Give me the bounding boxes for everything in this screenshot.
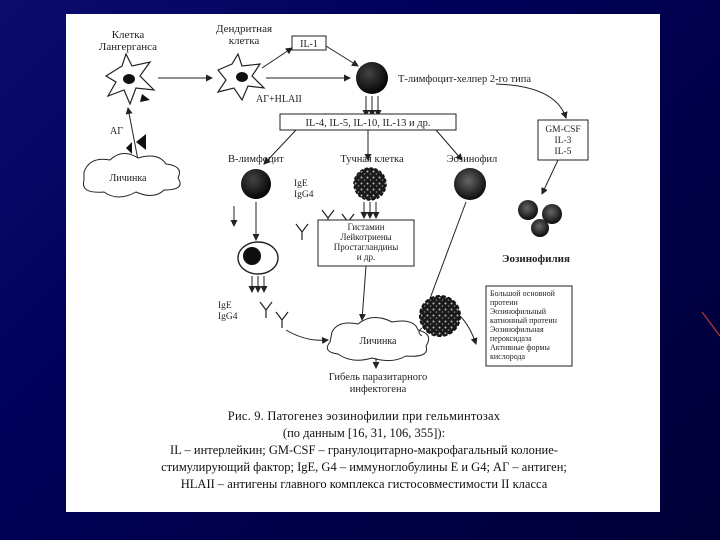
b-lymph-label: В-лимфоцит — [228, 154, 284, 165]
langerhans-cell-icon — [106, 54, 154, 104]
mediators-line-1: Гистамин — [347, 222, 384, 232]
igg4-label: IgG4 — [294, 190, 314, 200]
eos-product-8: кислорода — [490, 352, 526, 361]
activated-eosinophil-icon — [420, 296, 460, 336]
caption-line-1: Рис. 9. Патогенез эозинофилии при гельми… — [86, 408, 642, 425]
ag-label: АГ — [110, 126, 123, 137]
mast-cell-icon — [354, 168, 386, 200]
eos-product-7: Активные формы — [490, 343, 550, 352]
antibody-icons-2 — [260, 302, 288, 328]
arrow-antibodies-to-larva — [286, 330, 328, 340]
caption-line-5: HLAII – антигены главного комплекса гист… — [86, 476, 642, 493]
il5-label: IL-5 — [555, 147, 572, 157]
eosinophilia-label: Эозинофилия — [502, 253, 570, 265]
caption-line-2: (по данным [16, 31, 106, 355]): — [86, 425, 642, 442]
eos-product-5: Эозинофильная — [490, 325, 544, 334]
arrow-larva-to-langerhans — [128, 108, 138, 160]
eos-product-4: катионный протеин — [490, 316, 558, 325]
eos-product-6: пероксидаза — [490, 334, 532, 343]
langerhans-label-2: Лангерганса — [99, 41, 157, 53]
mediators-line-3: Простагландины — [334, 242, 399, 252]
ige-label-2: IgE — [218, 301, 232, 311]
pathogenesis-diagram: Клетка Лангерганса Дендритная клетка IL-… — [66, 14, 660, 404]
gmcsf-label: GM-CSF — [545, 125, 580, 135]
larva-label-2: Личинка — [359, 336, 397, 347]
mediators-line-2: Лейкотриены — [340, 232, 391, 242]
larva-label: Личинка — [109, 173, 147, 184]
il1-label: IL-1 — [300, 39, 318, 50]
il3-label: IL-3 — [555, 136, 572, 146]
ige-label: IgE — [294, 179, 308, 189]
arrows-mast-to-mediators — [364, 202, 376, 218]
cytokines-label: IL-4, IL-5, IL-10, IL-13 и др. — [306, 118, 431, 129]
dendritic-label-2: клетка — [229, 35, 260, 47]
plasma-cell-nucleus-icon — [243, 247, 261, 265]
figure-panel: Клетка Лангерганса Дендритная клетка IL-… — [66, 14, 660, 512]
th2-label: Т-лимфоцит-хелпер 2-го типа — [398, 74, 531, 85]
th2-cell-icon — [356, 62, 388, 94]
b-lymphocyte-icon — [241, 169, 271, 199]
arrow-gmcsf-to-eosinophils — [542, 160, 558, 194]
eos-product-1: Большой основной — [490, 289, 556, 298]
ag-hlaii-label: АГ+HLAII — [256, 94, 302, 105]
mast-label: Тучная клетка — [340, 154, 404, 165]
mediators-line-4: и др. — [357, 252, 375, 262]
caption-line-4: стимулирующий фактор; IgE, G4 – иммуногл… — [86, 459, 642, 476]
death-label-2: инфектогена — [350, 384, 407, 395]
arrow-mediators-to-larva — [362, 266, 366, 320]
arrow-dendritic-to-il1 — [262, 48, 292, 68]
eos-product-3: Эозинофильный — [490, 307, 547, 316]
death-label-1: Гибель паразитарного — [329, 372, 428, 383]
arrow-th2-to-gmcsf — [496, 84, 566, 118]
caption-line-3: IL – интерлейкин; GM-CSF – гранулоцитарн… — [86, 442, 642, 459]
igg4-label-2: IgG4 — [218, 312, 238, 322]
eosinophil-cluster-icon — [518, 200, 562, 237]
eos-products-arrow — [460, 316, 476, 344]
eosinophil-label: Эозинофил — [447, 154, 497, 165]
eosinophil-icon — [454, 168, 486, 200]
langerhans-label-1: Клетка — [112, 29, 145, 41]
arrows-plasma-to-antibodies — [252, 276, 264, 292]
antigen-triangle-icon — [136, 134, 146, 150]
slide-accent-line — [700, 310, 720, 340]
figure-caption: Рис. 9. Патогенез эозинофилии при гельми… — [86, 408, 642, 493]
arrow-il1-to-th2 — [326, 46, 358, 66]
arrows-th2-to-cytokines — [366, 96, 378, 116]
antigen-triangle-icon-2 — [126, 142, 132, 154]
dendritic-label-1: Дендритная — [216, 23, 272, 35]
eos-product-2: протеин — [490, 298, 519, 307]
